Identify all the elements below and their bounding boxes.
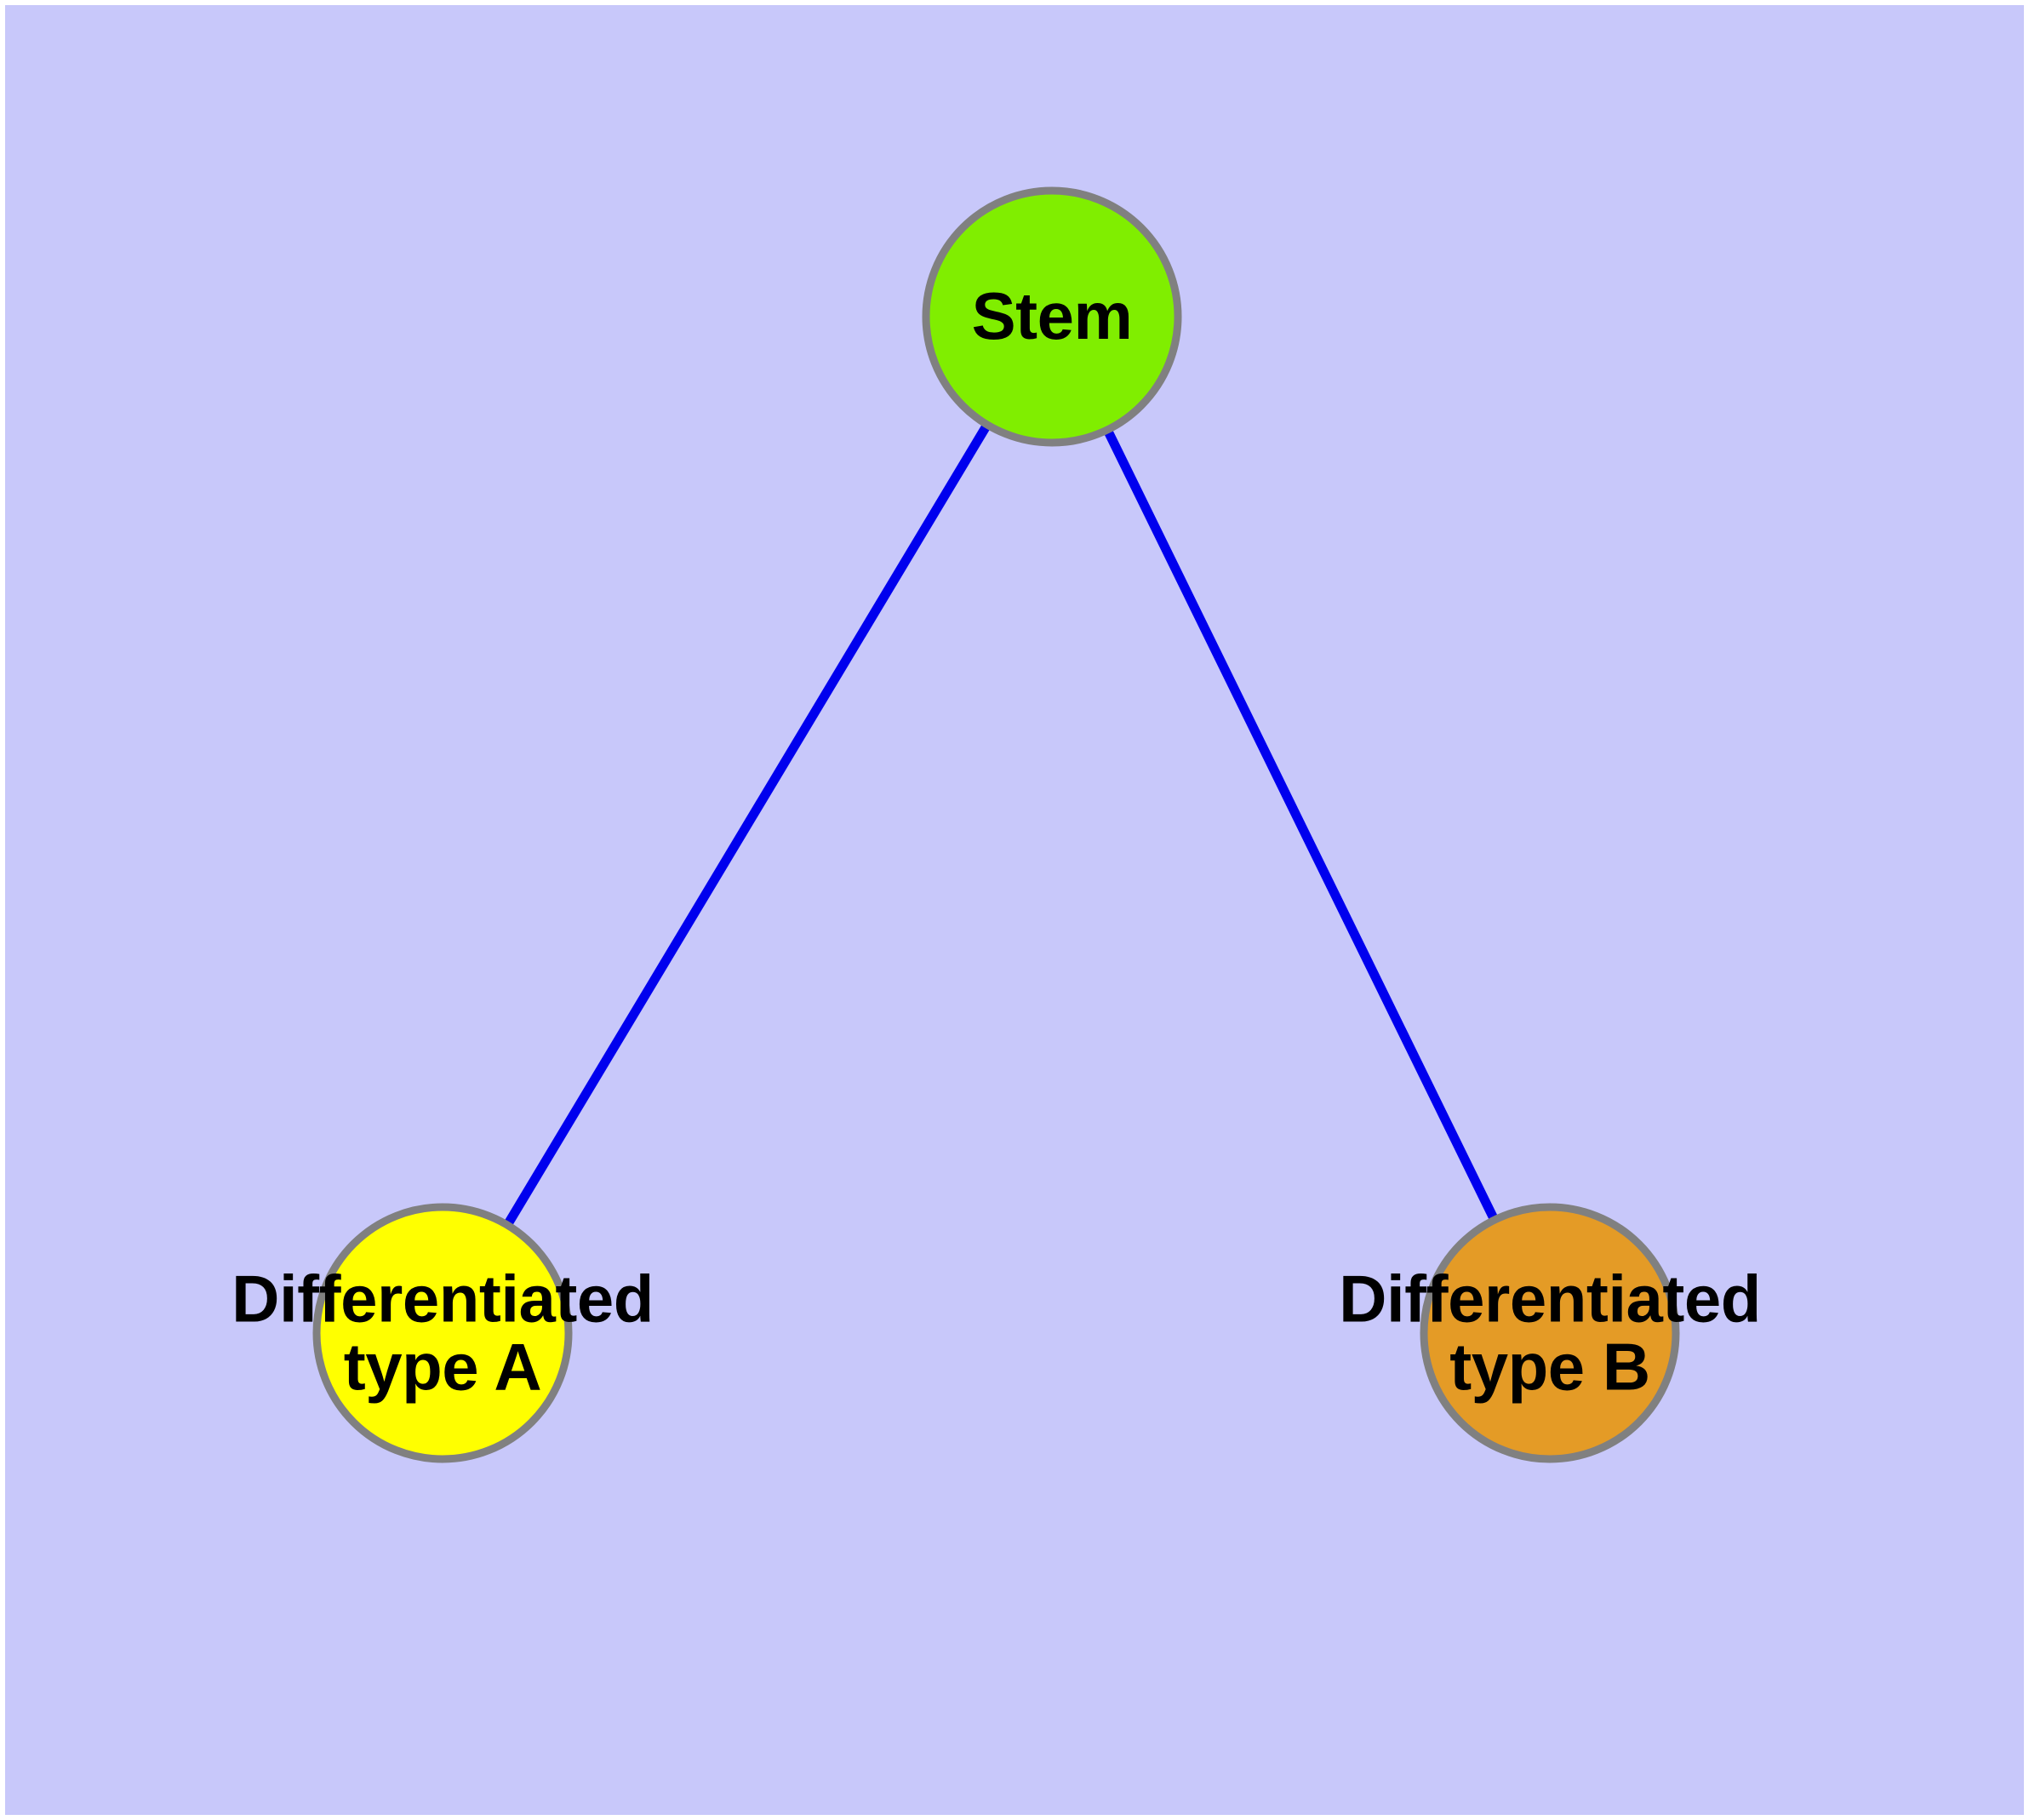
node-stem-circle[interactable] (922, 186, 1182, 447)
edge-stem-to-differentiated-type-a[interactable] (503, 422, 992, 1228)
edges-group (503, 422, 1499, 1228)
edge-stem-to-differentiated-type-b[interactable] (1103, 427, 1499, 1222)
nodes-group (312, 186, 1680, 1463)
node-differentiated-type-a-circle[interactable] (312, 1203, 573, 1463)
node-differentiated-type-b-circle[interactable] (1420, 1203, 1680, 1463)
